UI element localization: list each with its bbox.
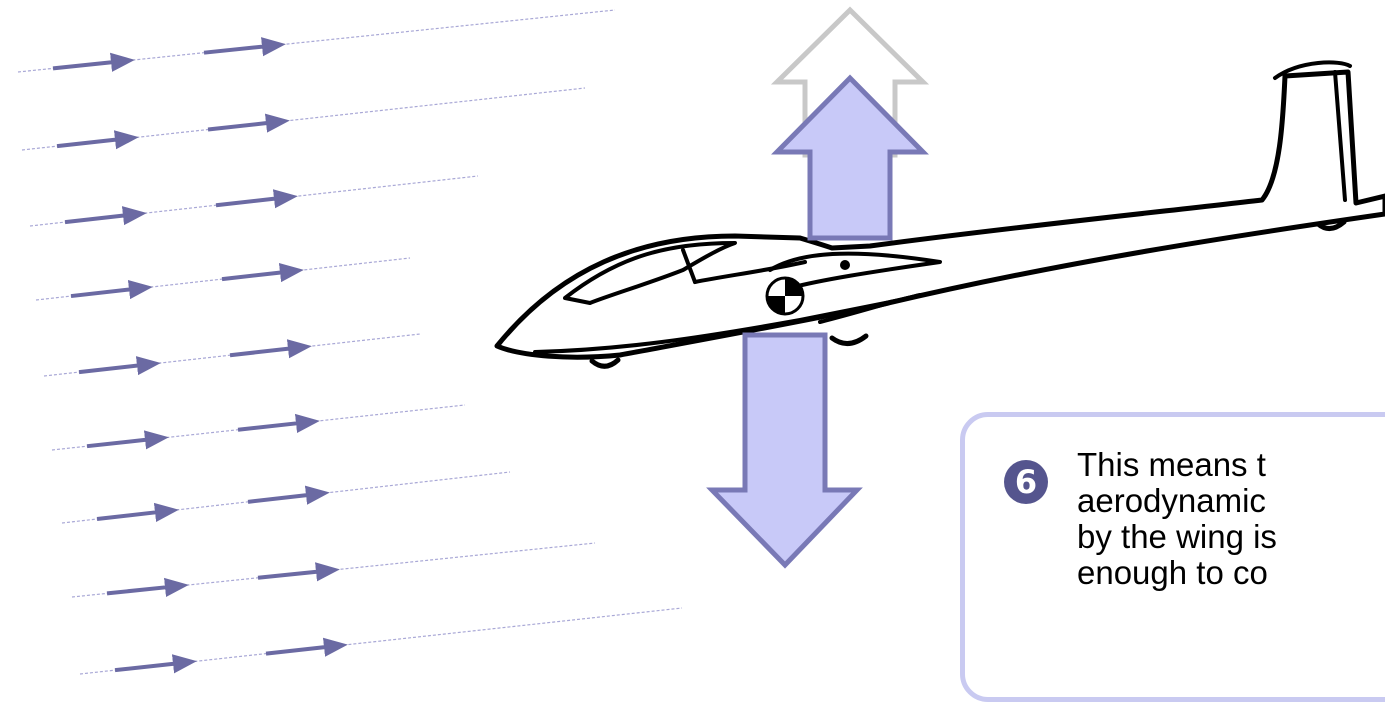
airflow-arrow-icon xyxy=(52,52,135,72)
airflow-arrow-icon xyxy=(114,654,197,674)
step-number-badge: 6 xyxy=(1004,460,1048,504)
glider-icon xyxy=(494,60,1385,369)
streamline xyxy=(21,87,586,151)
airflow-arrow-icon xyxy=(221,263,304,283)
callout-line: This means t xyxy=(1077,446,1266,483)
airflow-arrow-icon xyxy=(56,130,139,150)
wing-pivot-dot xyxy=(840,260,850,270)
airflow-streamlines xyxy=(17,9,683,675)
airflow-arrow-icon xyxy=(207,113,290,133)
airflow-arrow-icon xyxy=(64,206,147,226)
airflow-arrow-icon xyxy=(265,637,348,657)
weight-arrow-icon xyxy=(706,332,863,569)
airflow-arrow-icon xyxy=(106,577,189,597)
airflow-arrow-icon xyxy=(86,430,169,450)
airflow-arrow-icon xyxy=(203,37,286,57)
lift-arrow-icon xyxy=(771,74,929,241)
airflow-arrow-icon xyxy=(70,280,153,300)
callout-line: by the wing is xyxy=(1077,518,1277,555)
streamline xyxy=(43,333,421,377)
diagram-canvas xyxy=(17,6,1385,675)
airflow-arrow-icon xyxy=(247,485,330,505)
explanation-callout: 6 This means t aerodynamic by the wing i… xyxy=(960,412,1385,702)
callout-line: enough to co xyxy=(1077,554,1268,591)
center-of-gravity-icon xyxy=(765,276,805,316)
airflow-arrow-icon xyxy=(215,189,298,209)
airflow-arrow-icon xyxy=(78,356,161,376)
airflow-arrow-icon xyxy=(237,413,320,433)
callout-text: This means t aerodynamic by the wing is … xyxy=(1077,447,1277,591)
callout-line: aerodynamic xyxy=(1077,482,1266,519)
airflow-arrow-icon xyxy=(96,502,179,522)
airflow-arrow-icon xyxy=(257,562,340,582)
airflow-arrow-icon xyxy=(229,339,312,359)
